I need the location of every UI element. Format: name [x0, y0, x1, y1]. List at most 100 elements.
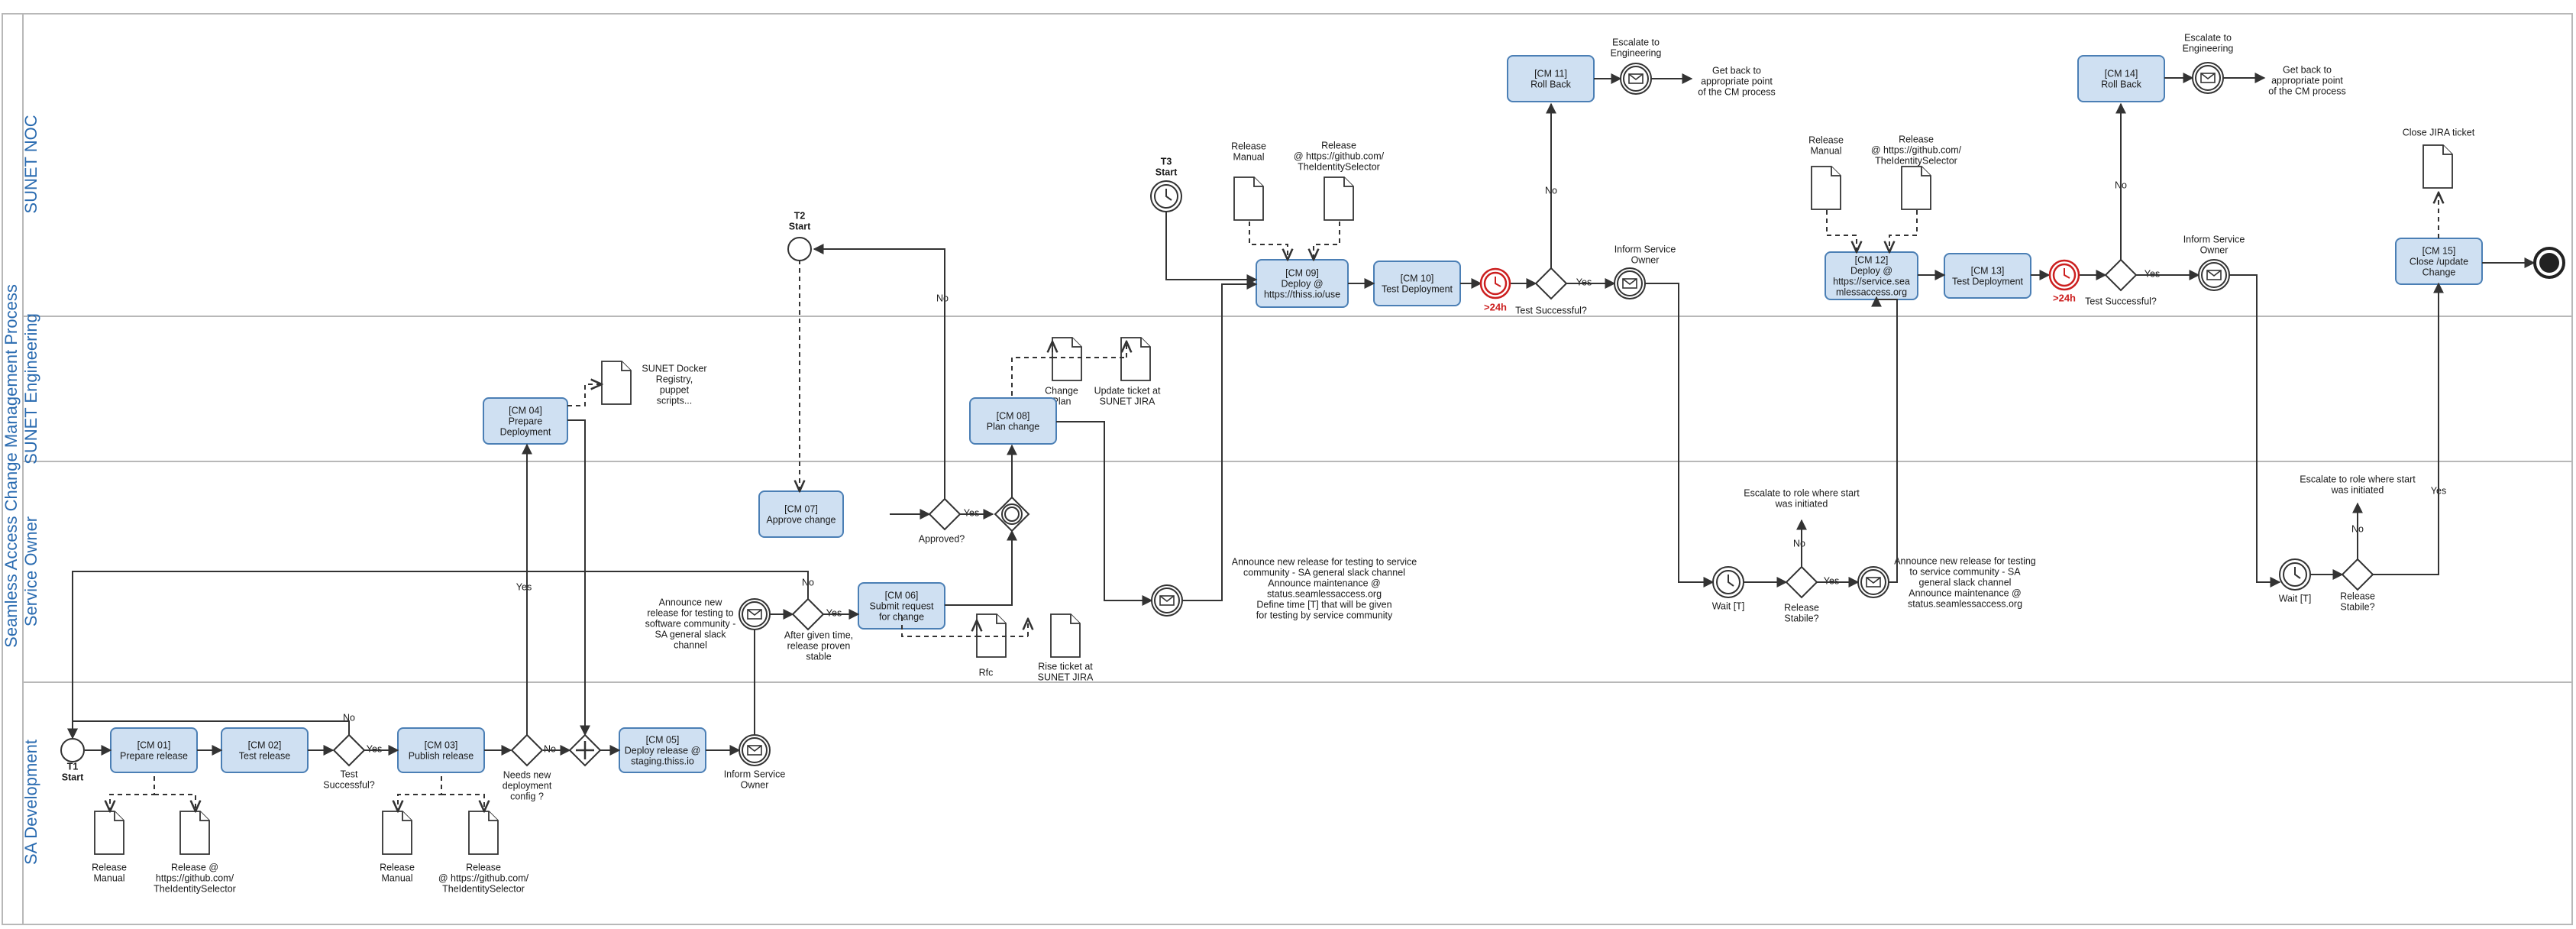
document-fold	[199, 811, 209, 821]
task-label-line: Test Deployment	[1952, 277, 2024, 287]
message-event-announce-3	[1857, 566, 1889, 598]
task-label-line: [CM 09]	[1285, 268, 1319, 279]
label-text-line: was initiated	[2331, 485, 2384, 496]
label-text-line: Announce new release for testing	[1894, 556, 2036, 567]
document-label-line: Release	[1231, 141, 1266, 152]
label-text: Yes	[1824, 576, 1839, 587]
label-text: No	[1793, 539, 1805, 549]
gateway-event-based	[994, 496, 1030, 532]
label-text-line: Test	[341, 769, 358, 780]
label-text-line: No	[1793, 539, 1805, 549]
lane-label-sa-development: SA Development	[21, 740, 40, 865]
label-text-line: Inform Service	[2183, 235, 2245, 245]
task-label-line: Test release	[239, 751, 290, 762]
gateway-test-successful-3	[2104, 258, 2138, 292]
task-label-line: Submit request	[869, 601, 934, 612]
label-text: Yes	[516, 582, 532, 593]
label-text-line: Inform Service	[1614, 244, 1676, 255]
timer-event-24h-2	[2048, 259, 2080, 291]
pool	[2, 13, 2573, 925]
label-text-line: After given time,	[784, 630, 853, 641]
document-fold	[621, 361, 631, 371]
label-text: Wait [T]	[2279, 594, 2312, 604]
label-text-line: general slack channel	[1919, 578, 2012, 588]
document-label: Release@ https://github.com/TheIdentityS…	[1294, 141, 1385, 173]
label-text-line: config ?	[510, 791, 544, 802]
label-text: >24h	[1484, 302, 1507, 313]
document-label-line: Release @	[171, 863, 218, 873]
message-event-inform-so-3	[2198, 259, 2230, 291]
task-cm02: [CM 02]Test release	[221, 727, 309, 773]
label-text-line: Engineering	[2183, 44, 2234, 54]
gateway-parallel-join	[568, 733, 602, 767]
label-text-line: Announce maintenance @	[1268, 578, 1381, 589]
label-text: Test Successful?	[2085, 296, 2157, 307]
task-label-line: Test Deployment	[1382, 284, 1453, 295]
document-label-line: Change	[1045, 386, 1078, 397]
task-label-line: mlessaccess.org	[1836, 287, 1907, 298]
document-label-line: Release	[1808, 135, 1844, 146]
label-text-line: Yes	[2145, 269, 2160, 280]
document-label-line: TheIdentitySelector	[154, 884, 236, 895]
task-cm01: [CM 01]Prepare release	[110, 727, 198, 773]
document-doc_close_jira	[2422, 144, 2453, 189]
task-cm09: [CM 09]Deploy @https://thiss.io/use	[1256, 259, 1349, 308]
label-text-line: Define time [T] that will be given	[1256, 600, 1391, 610]
task-label: [CM 08]Plan change	[987, 411, 1040, 432]
document-label-line: Manual	[1233, 152, 1265, 163]
label-text-line: Get back to	[1712, 66, 1761, 76]
document-label-line: @ https://github.com/	[438, 873, 529, 884]
label-text-line: of the CM process	[2268, 86, 2345, 97]
task-label-line: Approve change	[766, 515, 836, 526]
label-text-line: stable	[806, 652, 831, 662]
lane-labels: Seamless Access Change Management Proces…	[2, 115, 40, 865]
start-event-t2	[787, 237, 812, 261]
task-cm14: [CM 14]Roll Back	[2077, 55, 2165, 102]
label-text-line: Escalate to role where start	[1744, 488, 1860, 499]
label-text: Test Successful?	[1515, 306, 1587, 316]
label-text: Yes	[826, 608, 842, 619]
task-cm05: [CM 05]Deploy release @staging.thiss.io	[619, 727, 706, 773]
task-cm10: [CM 10]Test Deployment	[1373, 261, 1461, 306]
task-label-line: [CM 10]	[1401, 274, 1434, 284]
document-fold	[1921, 167, 1931, 176]
sequence-flows	[67, 73, 2536, 756]
label-wait-2: Wait [T]	[2279, 594, 2312, 604]
task-cm13: [CM 13]Test Deployment	[1944, 253, 2031, 299]
timer-event-wait-1	[1712, 566, 1744, 598]
task-label-line: staging.thiss.io	[631, 756, 694, 767]
task-label-line: Deploy @	[1850, 266, 1892, 277]
document-icon	[2422, 144, 2453, 189]
document-icon	[1233, 176, 1264, 221]
document-icon	[976, 613, 1007, 658]
document-fold	[1253, 177, 1263, 187]
events	[60, 62, 2565, 766]
document-fold	[1071, 338, 1081, 348]
document-label-line: Release	[1321, 141, 1356, 151]
task-label: [CM 03]Publish release	[409, 740, 474, 762]
gateway-release-stable-1	[1785, 565, 1818, 599]
document-label: Release@ https://github.com/TheIdentityS…	[1871, 134, 1962, 167]
document-label-line: Rfc	[979, 668, 994, 678]
task-label-line: Deployment	[500, 427, 551, 438]
label-yes-4: Yes	[964, 508, 979, 519]
document-icon	[1052, 337, 1082, 381]
task-label: [CM 11]Roll Back	[1530, 69, 1572, 90]
document-fold	[1140, 338, 1150, 348]
